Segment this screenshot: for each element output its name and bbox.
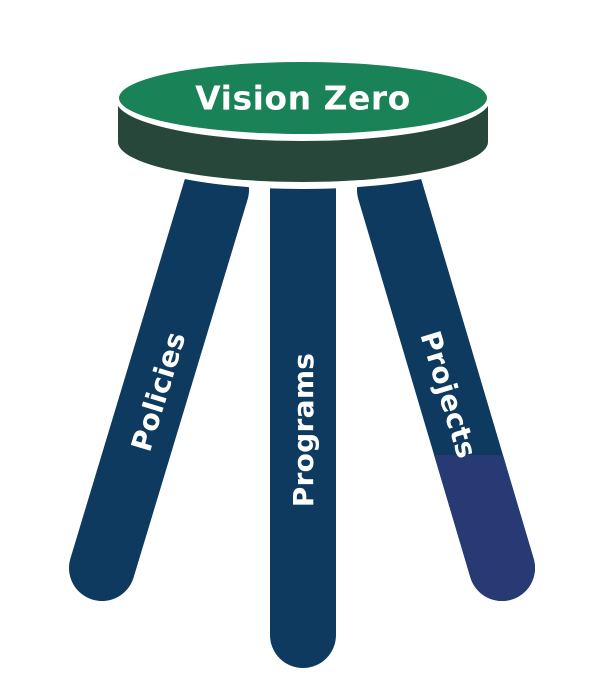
leg-projects-accent	[434, 455, 535, 601]
seat-top	[119, 62, 487, 134]
leg-programs: Programs	[270, 157, 336, 668]
leg-label-programs: Programs	[287, 353, 320, 508]
leg-policies: Policies	[69, 157, 249, 601]
stool-seat: Vision Zero	[112, 52, 494, 189]
seat-label: Vision Zero	[195, 79, 411, 118]
leg-projects: Projects	[357, 157, 535, 601]
leg-policies-shape	[69, 157, 249, 601]
